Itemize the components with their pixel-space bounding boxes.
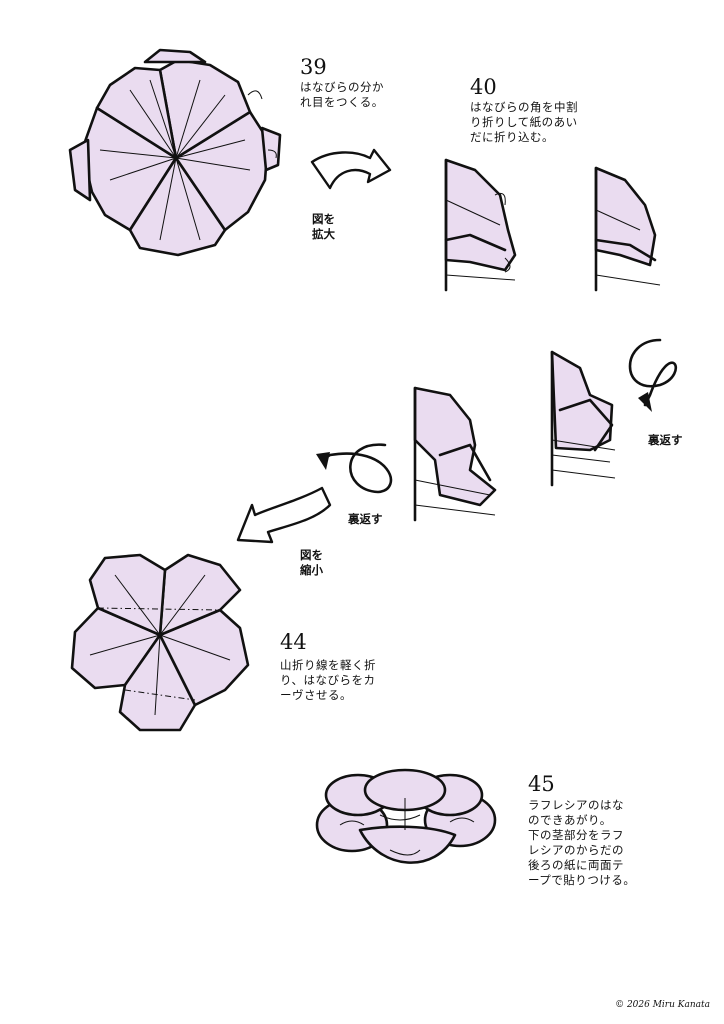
- step-39-text: はなびらの分か れ目をつくる。: [300, 80, 384, 109]
- step-39-number: 39: [300, 55, 327, 79]
- step-40-text: はなびらの角を中割 り折りして紙のあい だに折り込む。: [470, 100, 578, 144]
- turn-over-label-2: 裏返す: [348, 512, 383, 526]
- step-40-illustration-a: [444, 158, 517, 292]
- step-39-flower-illustration: [68, 48, 282, 257]
- turn-over-loop-1: [628, 338, 677, 412]
- step-40-illustration-b: [594, 166, 661, 292]
- step-44-number: 44: [280, 630, 307, 654]
- step-44-flower-illustration: [70, 553, 250, 732]
- enlarge-label: 図を 拡大: [312, 212, 335, 241]
- step-44-text: 山折り線を軽く折 り、はなびらをカ ーヴさせる。: [280, 658, 376, 702]
- step-45-finished-flower: [315, 768, 497, 864]
- turn-over-loop-2: [316, 443, 393, 494]
- shrink-arrow: [236, 486, 332, 544]
- folded-figure-left: [413, 386, 497, 522]
- shrink-label: 図を 縮小: [300, 548, 323, 577]
- enlarge-arrow: [310, 148, 392, 190]
- folded-figure-right: [550, 350, 616, 487]
- copyright: © 2026 Miru Kanata: [615, 1000, 710, 1010]
- step-45-number: 45: [528, 772, 555, 796]
- step-40-number: 40: [470, 75, 497, 99]
- turn-over-label-1: 裏返す: [648, 433, 683, 447]
- step-45-text: ラフレシアのはな のできあがり。 下の茎部分をラフ レシアのからだの 後ろの紙に…: [528, 798, 636, 887]
